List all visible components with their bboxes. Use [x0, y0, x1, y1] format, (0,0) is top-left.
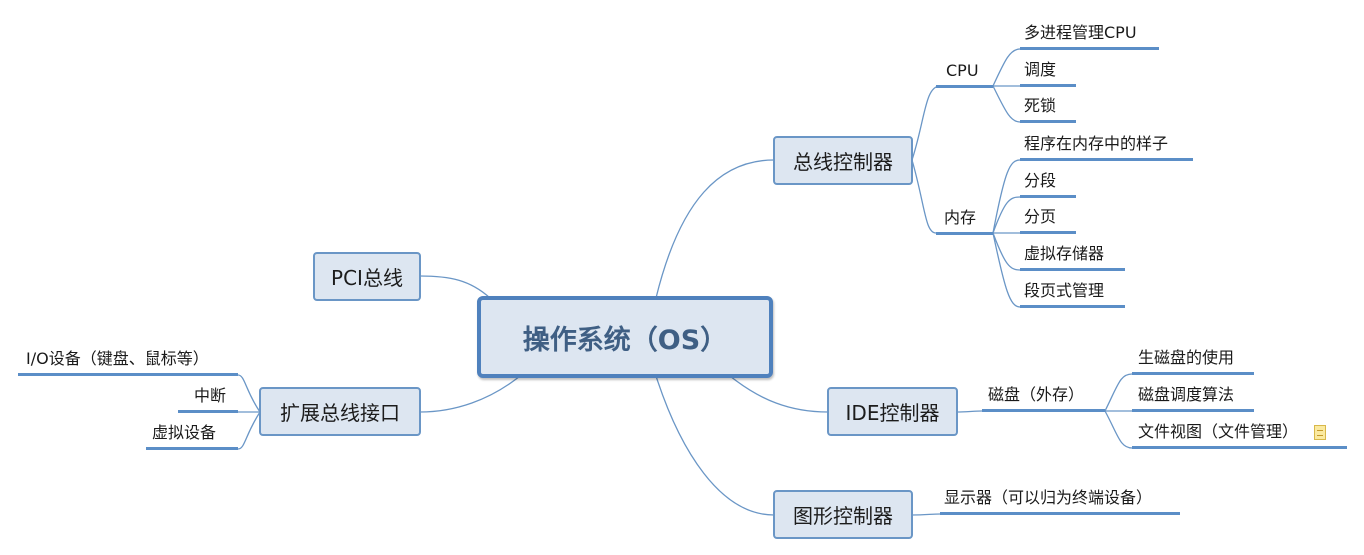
central-topic-label: 操作系统（OS）: [522, 324, 728, 356]
expansion-item-label: 虚拟设备: [152, 423, 217, 442]
subtopic-disk[interactable]: 磁盘（外存）: [982, 382, 1105, 412]
link-disk-3: [1104, 410, 1133, 449]
cpu-item-label: 调度: [1024, 60, 1057, 79]
central-topic[interactable]: 操作系统（OS）: [477, 296, 773, 378]
link-ide-disk: [956, 410, 983, 413]
note-icon[interactable]: [1314, 425, 1327, 440]
cpu-item-label: 多进程管理CPU: [1024, 23, 1137, 42]
expansion-item[interactable]: 虚拟设备: [146, 420, 238, 450]
graphics-item[interactable]: 显示器（可以归为终端设备）: [940, 485, 1180, 515]
subtopic-cpu[interactable]: CPU: [936, 58, 993, 88]
memory-item[interactable]: 虚拟存储器: [1020, 241, 1125, 271]
cpu-item[interactable]: 死锁: [1020, 93, 1076, 123]
link-mem-5: [992, 232, 1021, 308]
cpu-item[interactable]: 多进程管理CPU: [1020, 20, 1159, 50]
memory-item[interactable]: 段页式管理: [1020, 278, 1125, 308]
memory-item[interactable]: 分页: [1020, 204, 1076, 234]
link-graphics-display: [911, 513, 941, 516]
topic-expansion-bus-label: 扩展总线接口: [280, 401, 400, 425]
memory-item-label: 分页: [1024, 207, 1057, 226]
link-os-pci: [419, 275, 491, 299]
disk-item[interactable]: 文件视图（文件管理）: [1132, 419, 1347, 449]
memory-item-label: 程序在内存中的样子: [1024, 134, 1169, 153]
topic-ide-controller-label: IDE控制器: [845, 401, 940, 425]
disk-item[interactable]: 磁盘调度算法: [1132, 382, 1254, 412]
memory-item-label: 分段: [1024, 171, 1057, 190]
topic-pci-bus[interactable]: PCI总线: [313, 252, 421, 301]
memory-item[interactable]: 程序在内存中的样子: [1020, 131, 1193, 161]
topic-bus-controller[interactable]: 总线控制器: [773, 136, 913, 185]
disk-item-label: 文件视图（文件管理）: [1138, 422, 1299, 441]
expansion-item[interactable]: 中断: [178, 383, 238, 413]
link-cpu-1: [992, 48, 1021, 87]
disk-item-label: 磁盘调度算法: [1138, 385, 1235, 404]
link-os-expansion: [419, 375, 521, 413]
link-os-ide: [729, 375, 829, 413]
topic-expansion-bus[interactable]: 扩展总线接口: [259, 387, 421, 436]
subtopic-disk-label: 磁盘（外存）: [988, 385, 1085, 404]
graphics-item-label: 显示器（可以归为终端设备）: [944, 488, 1153, 507]
topic-bus-controller-label: 总线控制器: [793, 150, 893, 174]
link-bus-memory: [911, 159, 937, 234]
link-mem-1: [992, 159, 1021, 234]
memory-item-label: 段页式管理: [1024, 281, 1105, 300]
link-bus-cpu: [911, 85, 941, 161]
link-os-bus-controller: [655, 159, 775, 299]
disk-item[interactable]: 生磁盘的使用: [1132, 345, 1254, 375]
subtopic-memory[interactable]: 内存: [936, 205, 993, 235]
link-cpu-3: [992, 85, 1021, 123]
topic-ide-controller[interactable]: IDE控制器: [827, 387, 958, 436]
cpu-item[interactable]: 调度: [1020, 57, 1076, 87]
memory-item[interactable]: 分段: [1020, 168, 1076, 198]
disk-item-label: 生磁盘的使用: [1138, 348, 1235, 367]
expansion-item-label: I/O设备（键盘、鼠标等）: [26, 349, 209, 368]
expansion-item-label: 中断: [193, 386, 226, 405]
link-os-graphics: [655, 375, 775, 516]
link-disk-1: [1104, 373, 1133, 412]
topic-graphics-controller[interactable]: 图形控制器: [773, 490, 913, 539]
memory-item-label: 虚拟存储器: [1024, 244, 1105, 263]
link-exp-3: [237, 411, 261, 450]
topic-graphics-controller-label: 图形控制器: [793, 504, 893, 528]
link-mem-2: [992, 196, 1021, 234]
cpu-item-label: 死锁: [1024, 96, 1057, 115]
link-mem-4: [992, 232, 1021, 271]
subtopic-cpu-label: CPU: [946, 61, 979, 80]
subtopic-memory-label: 内存: [944, 208, 977, 227]
expansion-item[interactable]: I/O设备（键盘、鼠标等）: [18, 346, 238, 376]
topic-pci-bus-label: PCI总线: [331, 266, 403, 290]
link-exp-1: [237, 374, 261, 413]
